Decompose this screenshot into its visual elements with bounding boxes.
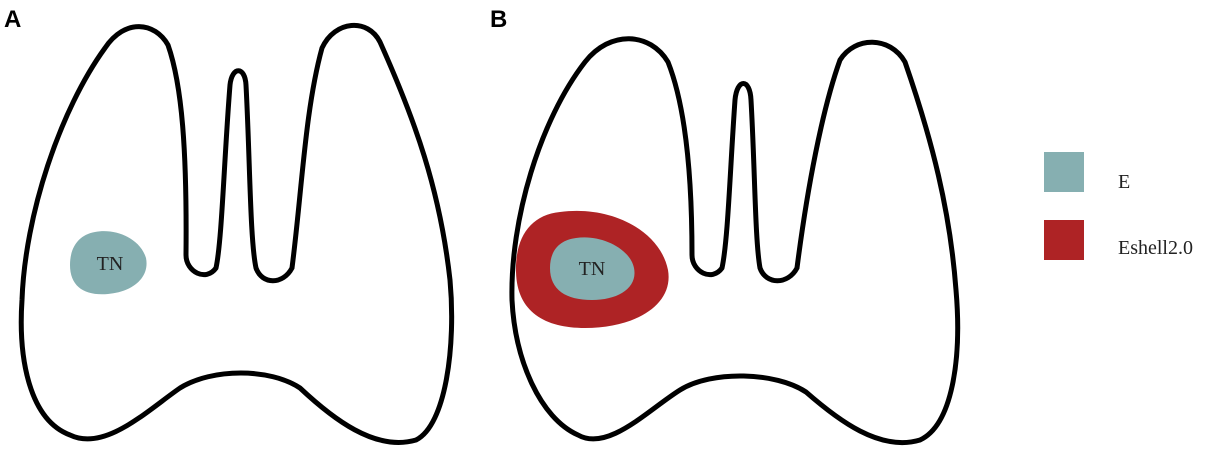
legend: E Eshell2.0 (1044, 152, 1193, 260)
tumor-label-a: TN (97, 253, 124, 275)
panel-a-label: A (4, 6, 22, 33)
tumor-label-b: TN (579, 258, 606, 280)
panel-b-label: B (490, 6, 508, 33)
panel-b: TN (509, 36, 961, 446)
legend-swatch-eshell (1044, 220, 1084, 260)
tumor-region-a (70, 231, 147, 295)
legend-label-eshell: Eshell2.0 (1118, 237, 1193, 259)
organ-outline-b (509, 36, 961, 446)
panel-a: TN (18, 23, 455, 445)
tumor-region-b (550, 237, 635, 300)
legend-label-e: E (1118, 171, 1130, 193)
legend-swatch-e (1044, 152, 1084, 192)
organ-outline-a (18, 23, 455, 445)
